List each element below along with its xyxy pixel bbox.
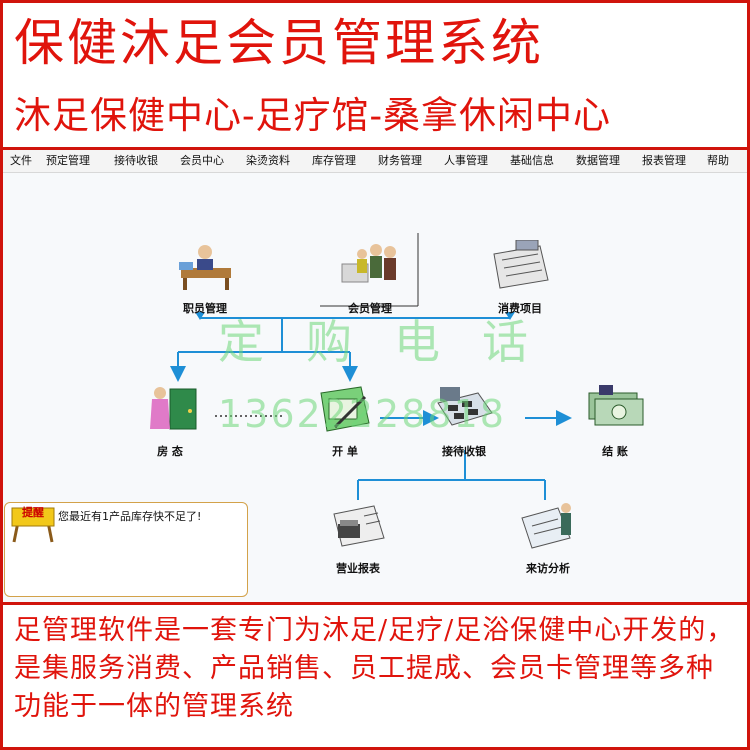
node-report[interactable]: 营业报表 xyxy=(298,500,418,578)
cashier-icon xyxy=(437,387,493,426)
node-consume-label: 消费项目 xyxy=(498,302,542,315)
menu-bar: 文件 预定管理 接待收银 会员中心 染烫资料 库存管理 财务管理 人事管理 基础… xyxy=(3,150,747,173)
menu-finance[interactable]: 财务管理 xyxy=(378,154,422,167)
description-divider xyxy=(3,602,747,605)
phone-number-watermark: 13622228818 xyxy=(218,392,506,436)
node-visit-label: 来访分析 xyxy=(526,562,570,575)
node-checkout-label: 结 账 xyxy=(602,445,628,458)
phone-label-watermark: 定购电话 xyxy=(218,315,570,369)
node-checkout[interactable]: 结 账 xyxy=(555,383,675,461)
node-staff-label: 职员管理 xyxy=(183,302,227,315)
node-visit[interactable]: 来访分析 xyxy=(488,500,608,578)
consume-list-icon xyxy=(493,240,549,289)
node-consume[interactable]: 消费项目 xyxy=(460,240,580,318)
bus-arrow-left xyxy=(195,312,205,320)
banner-title: 保健沐足会员管理系统 xyxy=(14,14,544,72)
menu-reports[interactable]: 报表管理 xyxy=(642,154,686,167)
node-room-label: 房 态 xyxy=(157,445,183,458)
banner-subtitle: 沐足保健中心-足疗馆-桑拿休闲中心 xyxy=(14,94,612,137)
open-order-icon xyxy=(320,386,370,432)
node-staff[interactable]: 职员管理 xyxy=(145,240,265,318)
checkout-icon xyxy=(588,385,644,426)
node-order-label: 开 单 xyxy=(332,445,358,458)
menu-reception[interactable]: 接待收银 xyxy=(114,154,158,167)
menu-file[interactable]: 文件 xyxy=(10,154,32,167)
reminder-sign-icon xyxy=(11,507,55,543)
reminder-badge-label: 提醒 xyxy=(22,506,44,519)
visit-analysis-icon xyxy=(521,503,571,549)
stock-notice-text: 您最近有1产品库存快不足了! xyxy=(58,510,202,523)
banner-divider xyxy=(3,147,747,150)
menu-personnel[interactable]: 人事管理 xyxy=(444,154,488,167)
node-report-label: 营业报表 xyxy=(336,562,380,575)
menu-member-center[interactable]: 会员中心 xyxy=(180,154,224,167)
member-group-icon xyxy=(341,244,396,283)
node-cashier-label: 接待收银 xyxy=(442,445,486,458)
node-order[interactable]: 开 单 xyxy=(285,383,405,461)
node-member[interactable]: 会员管理 xyxy=(310,240,430,318)
room-status-icon xyxy=(150,387,197,430)
menu-inventory[interactable]: 库存管理 xyxy=(312,154,356,167)
node-cashier[interactable]: 接待收银 xyxy=(404,383,524,461)
node-room[interactable]: 房 态 xyxy=(110,383,230,461)
report-icon xyxy=(333,505,385,547)
menu-dye-perm[interactable]: 染烫资料 xyxy=(246,154,290,167)
bus-arrow-right xyxy=(505,312,515,320)
menu-data[interactable]: 数据管理 xyxy=(576,154,620,167)
staff-desk-icon xyxy=(179,245,231,290)
menu-reservation[interactable]: 预定管理 xyxy=(46,154,90,167)
node-member-label: 会员管理 xyxy=(348,302,392,315)
menu-basic-info[interactable]: 基础信息 xyxy=(510,154,554,167)
product-description: 足管理软件是一套专门为沐足/足疗/足浴保健中心开发的，是集服务消费、产品销售、员… xyxy=(14,615,735,722)
menu-help[interactable]: 帮助 xyxy=(707,154,729,167)
